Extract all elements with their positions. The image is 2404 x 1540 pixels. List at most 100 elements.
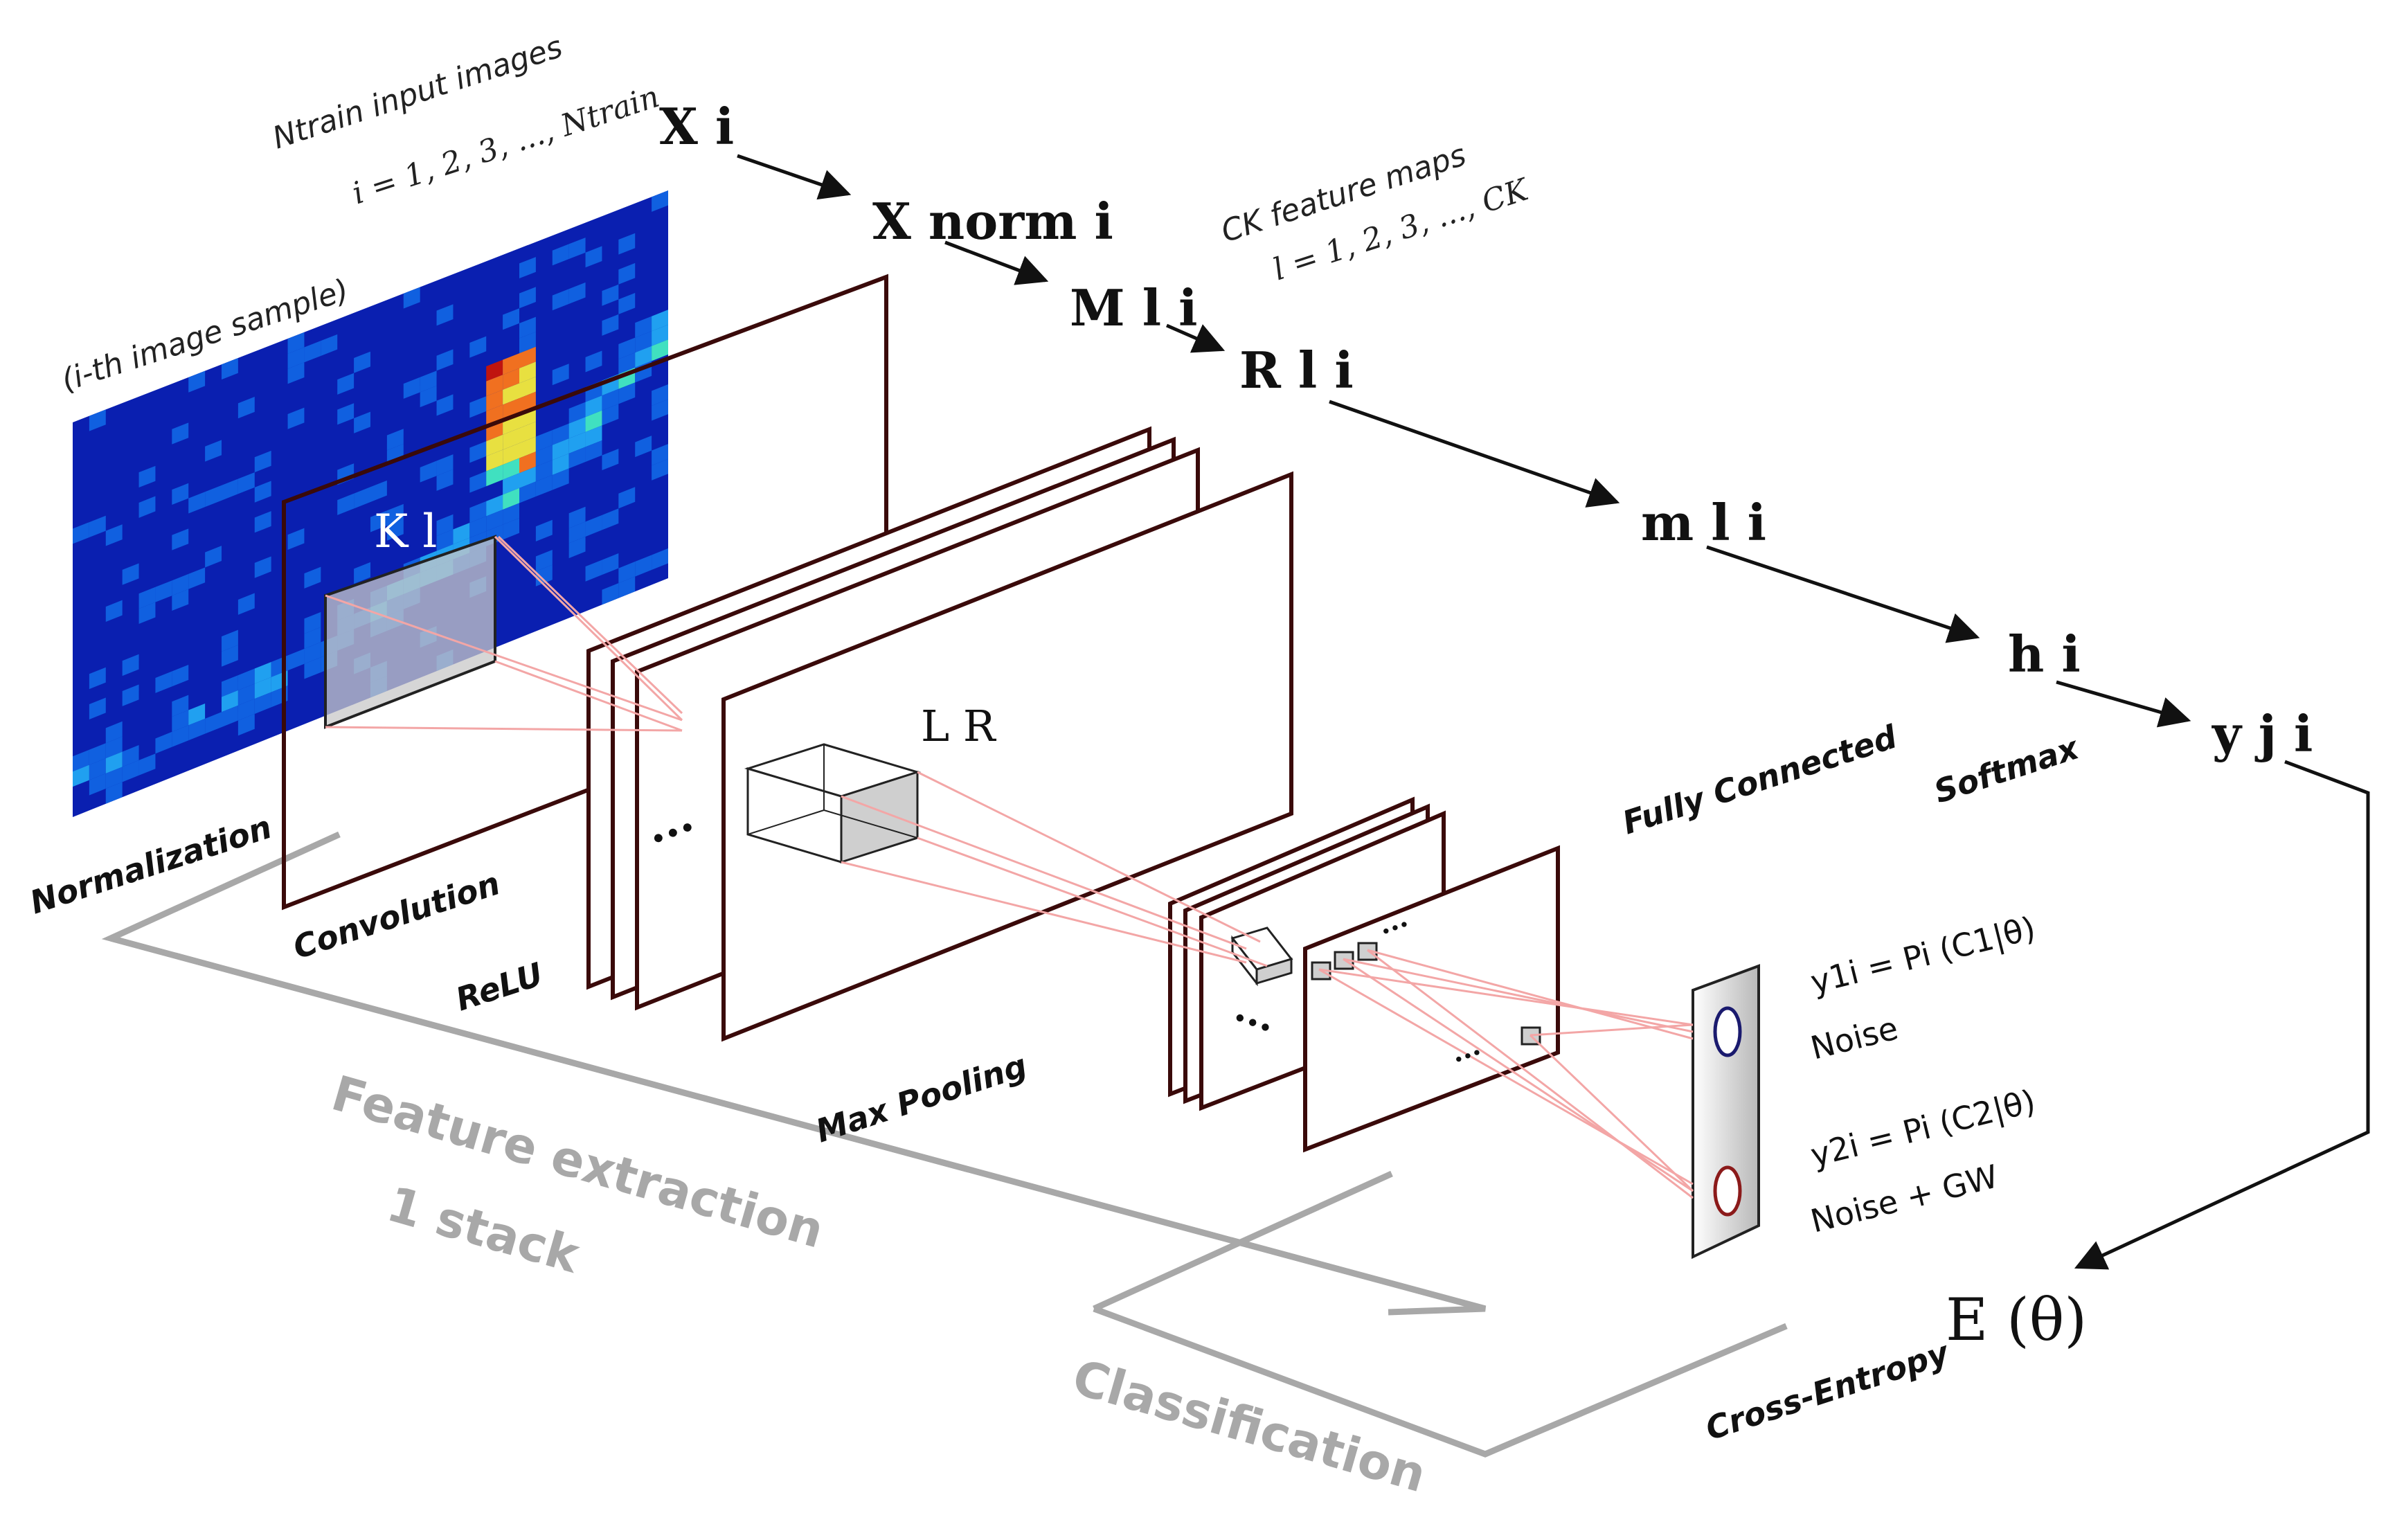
heatmap-cell — [354, 562, 370, 584]
heatmap-cell — [222, 357, 238, 380]
heatmap-cell — [436, 529, 454, 551]
heatmap-cell — [618, 262, 636, 285]
heatmap-cell — [503, 487, 519, 510]
heatmap-cell — [552, 453, 569, 475]
heatmap-cell — [635, 555, 652, 577]
heatmap-cell — [188, 370, 206, 393]
heatmap-cell — [172, 710, 189, 732]
heatmap-cell — [89, 515, 106, 537]
heatmap-cell — [652, 310, 668, 332]
heatmap-cell — [222, 705, 238, 728]
heatmap-cell — [237, 397, 255, 419]
heatmap-cell — [254, 511, 271, 533]
bracket-baseline — [109, 935, 1487, 1312]
heatmap-cell — [138, 496, 156, 518]
heatmap-cell — [585, 350, 602, 373]
heatmap-cell — [188, 567, 206, 589]
heatmap-cell — [568, 417, 586, 439]
heatmap-cell — [503, 353, 519, 375]
heatmap-cell — [585, 440, 602, 462]
heatmap-cell — [172, 573, 189, 596]
heatmap-cell — [73, 749, 89, 772]
heatmap-cell — [436, 304, 454, 326]
heatmap-cell — [386, 429, 404, 451]
label-x-i: X i — [659, 97, 734, 156]
heatmap-cell — [618, 562, 636, 584]
heatmap-cell — [337, 493, 355, 515]
heatmap-cell — [89, 409, 106, 431]
heatmap-cell — [652, 399, 668, 421]
heatmap-cell — [486, 449, 503, 472]
heatmap-cell — [403, 287, 420, 309]
heatmap-cell — [354, 351, 370, 373]
heatmap-cell — [172, 483, 189, 505]
heatmap-cell — [585, 425, 602, 447]
heatmap-cell — [304, 566, 321, 589]
heatmap-cell — [420, 370, 437, 393]
heatmap-cell — [172, 725, 189, 747]
heatmap-cell — [304, 611, 321, 634]
heatmap-cell — [222, 690, 238, 713]
heatmap-cell — [105, 767, 123, 789]
heatmap-cell — [635, 436, 652, 458]
heatmap-cell — [436, 349, 454, 371]
heatmap-cell — [519, 481, 536, 503]
heatmap-cell — [254, 450, 271, 473]
output-panel — [1692, 964, 1760, 1260]
heatmap-cell — [105, 782, 123, 804]
heatmap-cell — [337, 403, 355, 425]
heatmap-cell — [122, 684, 139, 706]
heatmap-cell — [552, 423, 569, 445]
heatmap-cell — [585, 410, 602, 432]
heatmap-cell — [138, 753, 156, 776]
heatmap-cell — [535, 474, 553, 497]
label-energy: E (θ) — [1946, 1286, 2087, 1354]
heatmap-cell — [602, 583, 619, 605]
heatmap-cell — [552, 244, 569, 266]
heatmap-cell — [519, 332, 536, 354]
heatmap-cell — [89, 743, 106, 765]
label-y-j: y j i — [2212, 704, 2313, 763]
heatmap-cell — [652, 444, 668, 466]
label-noise-gw: Noise + GW — [1807, 1157, 2002, 1239]
heatmap-cell — [122, 654, 139, 677]
heatmap-cell — [73, 764, 89, 787]
heatmap-cell — [486, 494, 503, 517]
label-r-l-i: R l i — [1239, 341, 1354, 400]
heatmap-cell — [618, 576, 636, 598]
heatmap-cell — [503, 503, 519, 525]
heatmap-cell — [503, 473, 519, 495]
heatmap-cell — [105, 736, 123, 759]
heatmap-cell — [122, 745, 139, 767]
label-normalization: Normalization — [26, 808, 276, 922]
heatmap-cell — [602, 404, 619, 426]
heatmap-cell — [503, 383, 519, 405]
heatmap-cell — [568, 506, 586, 528]
heatmap-cell — [304, 341, 321, 363]
heatmap-cell — [138, 465, 156, 488]
label-receptive: L R — [921, 701, 997, 751]
heatmap-cell — [172, 422, 189, 445]
heatmap-cell — [635, 331, 652, 353]
heatmap-cell — [89, 773, 106, 796]
heatmap-cell — [618, 352, 636, 375]
heatmap-cell — [469, 336, 487, 358]
heatmap-cell — [652, 324, 668, 346]
heatmap-cell — [436, 514, 454, 536]
heatmap-cell — [172, 528, 189, 550]
heatmap-cell — [486, 434, 503, 456]
heatmap-cell — [486, 510, 503, 532]
heatmap-cell — [354, 411, 370, 433]
heatmap-cell — [585, 246, 602, 268]
heatmap-cell — [188, 492, 206, 514]
heatmap-cell — [618, 292, 636, 314]
heatmap-cell — [519, 257, 536, 279]
heatmap-cell — [552, 468, 569, 490]
classification-bracket — [1093, 1305, 1788, 1458]
connection-lines — [325, 535, 1694, 1199]
heatmap-cell — [552, 364, 569, 386]
heatmap-cell — [486, 465, 503, 487]
heatmap-cell — [89, 667, 106, 690]
heatmap-cell — [73, 522, 89, 544]
output-formulas: y1i = Pi (C1|θ) Noise y2i = Pi (C2|θ) No… — [1807, 909, 2040, 1240]
